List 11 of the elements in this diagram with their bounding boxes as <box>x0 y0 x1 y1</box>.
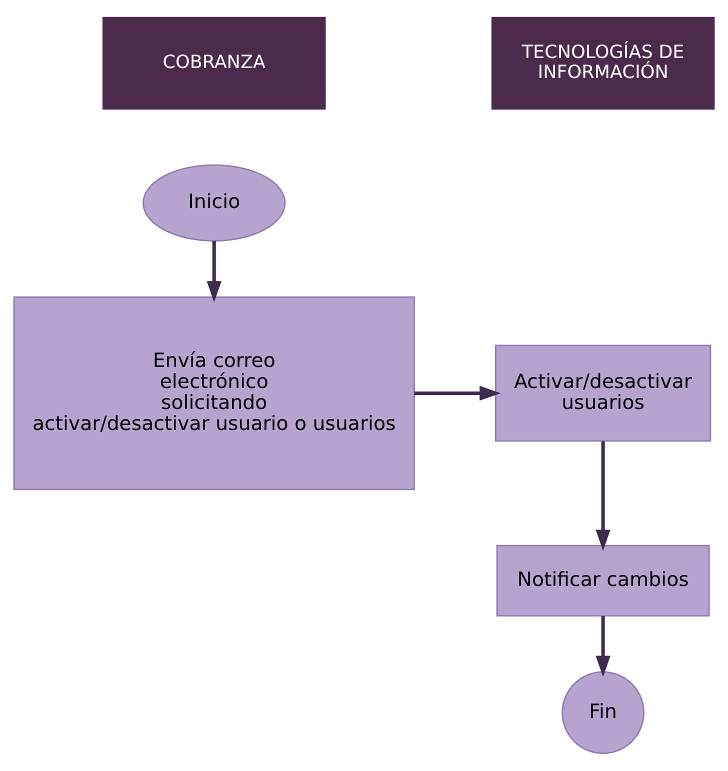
node-ellipse: Inicio <box>142 164 286 242</box>
arrow <box>206 240 222 302</box>
node-box: Envía correo electrónico solicitando activar/desactivar usuario o usuarios <box>13 296 415 490</box>
node-box: COBRANZA <box>102 16 326 110</box>
node-box: TECNOLOGÍAS DE INFORMACIÓN <box>491 16 715 110</box>
arrow <box>596 441 610 551</box>
arrow <box>414 386 501 401</box>
node-box: Activar/desactivar usuarios <box>494 344 712 442</box>
node-circle: Fin <box>562 671 644 754</box>
node-box: Notificar cambios <box>496 544 710 616</box>
arrow <box>596 616 610 677</box>
